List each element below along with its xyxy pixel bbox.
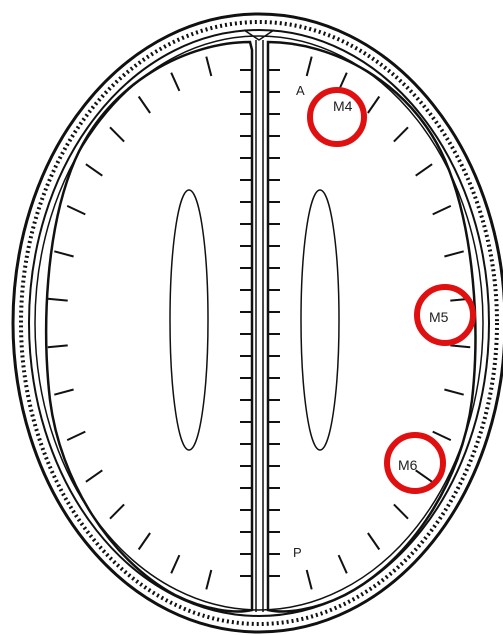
sulcus-tick [67, 432, 85, 441]
sulcus-tick [54, 251, 73, 256]
sulcus-tick [171, 555, 179, 573]
marker-m4-label: M4 [333, 98, 353, 114]
sulcus-tick [206, 57, 211, 76]
sulcus-tick [54, 390, 73, 395]
sulcus-tick [450, 345, 470, 347]
sulcus-tick [67, 206, 85, 215]
posterior-label: P [293, 545, 302, 560]
sulcus-tick [48, 299, 68, 301]
sulcus-tick [444, 390, 463, 395]
right-lateral-ventricle [301, 190, 339, 450]
sulcus-tick [307, 570, 312, 589]
sulcus-tick [339, 555, 347, 573]
marker-m6: M6 [387, 435, 443, 491]
sulcus-tick [86, 470, 102, 482]
sulcus-tick [368, 97, 379, 114]
marker-m5: M5 [417, 287, 473, 343]
sulcus-tick [139, 533, 150, 550]
sulcus-tick [394, 504, 408, 518]
sulcus-tick [48, 345, 68, 347]
sulcus-tick [110, 504, 124, 518]
marker-m4: M4 [310, 90, 364, 144]
sulcus-tick [86, 164, 102, 176]
sulcus-tick [416, 470, 432, 482]
sulcus-tick [206, 570, 211, 589]
falx-anterior-notch [244, 30, 274, 40]
midline-sulci [240, 70, 280, 576]
sulcus-tick [416, 164, 432, 176]
sulcus-tick [394, 127, 408, 141]
left-lateral-ventricle [170, 190, 208, 450]
sulcus-tick [171, 73, 179, 91]
sulcus-tick [444, 251, 463, 256]
sulcus-tick [368, 533, 379, 550]
sulcus-tick [433, 432, 451, 441]
anterior-label: A [296, 83, 305, 98]
skull-dotted-diploe [21, 22, 497, 624]
marker-m5-label: M5 [429, 309, 449, 325]
cortical-sulci [48, 57, 470, 590]
marker-m6-label: M6 [398, 457, 418, 473]
sulcus-tick [139, 97, 150, 114]
sulcus-tick [307, 57, 312, 76]
sulcus-tick [433, 206, 451, 215]
sulcus-tick [110, 127, 124, 141]
